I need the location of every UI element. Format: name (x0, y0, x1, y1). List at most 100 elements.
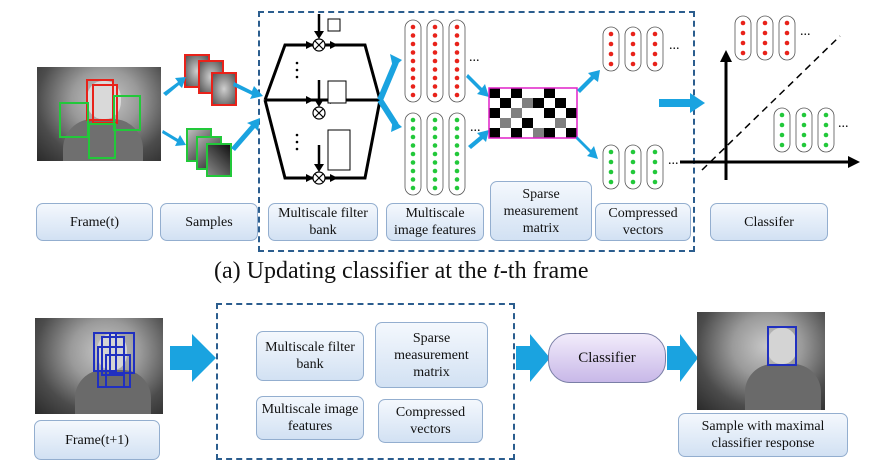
feature-dot (762, 50, 768, 56)
feature-dot (454, 75, 460, 81)
matrix-cell (533, 88, 544, 98)
frame-t1-image (35, 318, 163, 414)
arrow-to-classifier (659, 93, 705, 113)
matrix-cell (566, 98, 577, 108)
matrix-cell (511, 128, 522, 138)
ellipsis: ... (469, 50, 480, 65)
matrix-cell (522, 118, 533, 128)
feature-dot (608, 159, 614, 165)
classifier-negative-vectors (773, 107, 835, 153)
matrix-cell (500, 118, 511, 128)
feature-dot (608, 51, 614, 57)
matrix-cell (489, 98, 500, 108)
feature-dot (410, 177, 416, 182)
matrix-cell (544, 98, 555, 108)
feature-dot (454, 58, 460, 64)
feature-dot (432, 168, 438, 174)
matrix-cell (544, 88, 555, 98)
feature-dot (823, 142, 829, 148)
matrix-cell (500, 98, 511, 108)
result-frame-image (697, 312, 825, 410)
classifier-column (778, 15, 796, 61)
ellipsis: ... (838, 116, 849, 131)
feature-dot (410, 117, 416, 123)
feature-dot (454, 117, 460, 123)
arrow-neg-to-filter (231, 118, 260, 151)
feature-dot (801, 132, 807, 138)
feature-dot (823, 122, 829, 128)
arrow-frame-to-pipeline (170, 334, 216, 382)
feature-dot (432, 24, 438, 30)
feature-dot (762, 30, 768, 36)
matrix-cell (555, 128, 566, 138)
feature-dot (410, 92, 416, 98)
feature-dot (410, 75, 416, 81)
matrix-cell (489, 108, 500, 118)
classifier-node: Classifier (548, 333, 666, 383)
feature-dot (779, 132, 785, 138)
matrix-cell (555, 98, 566, 108)
feature-dot (784, 50, 790, 56)
bottom-label-image-features: Multiscale image features (256, 396, 364, 440)
classifier-positive-vectors (734, 15, 796, 61)
filter-medium (327, 80, 347, 104)
matrix-cell (522, 108, 533, 118)
feature-dot (762, 20, 768, 26)
pipeline-dashed-box (216, 303, 515, 460)
feature-dot (630, 51, 636, 57)
feature-dot (432, 50, 438, 55)
compressed-column (624, 144, 642, 190)
feature-dot (784, 30, 790, 36)
feature-dot (432, 143, 438, 148)
feature-dot (432, 75, 438, 81)
negative-feature-vectors (404, 112, 466, 196)
classifier-column (756, 15, 774, 61)
arrow-features-to-matrix (468, 130, 489, 149)
feature-dot (630, 159, 636, 165)
matrix-cell (500, 128, 511, 138)
feature-dot (454, 126, 460, 131)
matrix-cell (511, 108, 522, 118)
feature-dot (410, 168, 416, 174)
feature-dot (454, 41, 460, 47)
feature-dot (608, 169, 614, 175)
negative-sample-box (88, 123, 116, 159)
feature-dot (454, 84, 460, 89)
compressed-column (602, 26, 620, 72)
arrow-pipeline-to-classifier (516, 334, 550, 382)
compressed-column (602, 144, 620, 190)
matrix-cell (522, 98, 533, 108)
feature-dot (432, 58, 438, 64)
feature-dot (410, 41, 416, 47)
matrix-cell (511, 98, 522, 108)
feature-dot (652, 149, 658, 155)
arrow-matrix-to-compressed (576, 136, 598, 159)
feature-dot (823, 132, 829, 138)
matrix-cell (566, 118, 577, 128)
compressed-negative-vectors (602, 144, 664, 190)
matrix-cell (533, 118, 544, 128)
arrow-classifier-to-result (667, 334, 698, 382)
matrix-cell (533, 98, 544, 108)
feature-dot (432, 185, 438, 191)
feature-dot (410, 67, 416, 72)
feature-dot (410, 33, 416, 38)
matrix-cell (544, 128, 555, 138)
feature-dot (608, 61, 614, 67)
negative-sample-box (59, 102, 89, 138)
label-result: Sample with maximal classifier response (678, 413, 848, 457)
feature-dot (432, 117, 438, 123)
ellipsis: ... (669, 38, 680, 53)
classifier-column (734, 15, 752, 61)
feature-dot (630, 169, 636, 175)
feature-dot (454, 168, 460, 174)
classifier-axes (680, 60, 850, 180)
feature-dot (630, 41, 636, 47)
feature-dot (784, 40, 790, 46)
feature-dot (630, 31, 636, 37)
feature-dot (740, 20, 746, 26)
matrix-cell (566, 128, 577, 138)
feature-dot (410, 58, 416, 64)
feature-dot (454, 185, 460, 191)
matrix-cell (489, 118, 500, 128)
